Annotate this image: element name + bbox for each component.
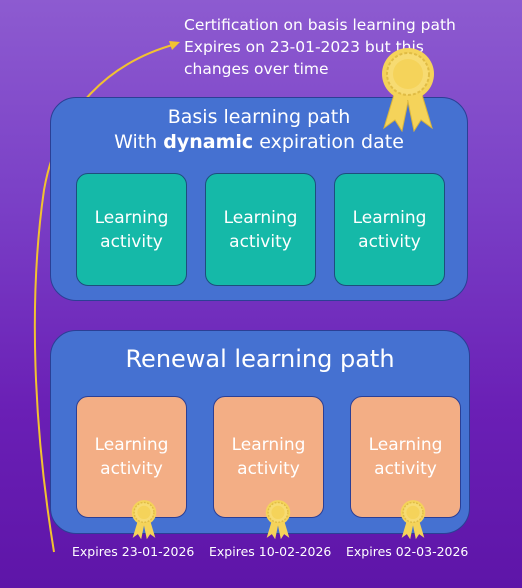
basis-activity-2: Learning activity [205, 173, 316, 286]
basis-activity-1: Learning activity [76, 173, 187, 286]
activity-line1: Learning [368, 435, 443, 455]
activity-line2: activity [100, 459, 163, 479]
activity-line1: Learning [94, 207, 169, 228]
activity-line2: activity [374, 459, 437, 479]
expiry-label-1: Expires 23-01-2026 [72, 544, 195, 559]
basis-learning-path-panel: Basis learning path With dynamic expirat… [50, 97, 468, 301]
renewal-activity-2: Learning activity [213, 396, 324, 518]
award-ribbon-icon [382, 48, 434, 132]
certification-note: Certification on basis learning path Exp… [184, 14, 514, 80]
basis-path-subtitle: With dynamic expiration date [51, 131, 467, 153]
renewal-activity-1: Learning activity [76, 396, 187, 518]
expiry-label-3: Expires 02-03-2026 [346, 544, 469, 559]
award-ribbon-icon [400, 500, 426, 540]
renewal-path-title: Renewal learning path [125, 345, 395, 373]
basis-path-title: Basis learning path [167, 106, 351, 128]
activity-line2: activity [237, 459, 300, 479]
subtitle-prefix: With [114, 131, 164, 153]
expiry-label-2: Expires 10-02-2026 [209, 544, 332, 559]
activity-line1: Learning [352, 207, 427, 228]
certification-line-1: Certification on basis learning path [184, 16, 456, 34]
activity-line2: activity [100, 231, 163, 252]
subtitle-bold: dynamic [163, 131, 254, 153]
activity-line1: Learning [223, 207, 298, 228]
activity-line2: activity [229, 231, 292, 252]
certification-line-3: changes over time [184, 60, 329, 78]
renewal-activity-3: Learning activity [350, 396, 461, 518]
award-ribbon-icon [131, 500, 157, 540]
activity-line2: activity [358, 231, 421, 252]
subtitle-suffix: expiration date [253, 131, 404, 153]
activity-line1: Learning [231, 435, 306, 455]
certification-line-2: Expires on 23-01-2023 but this [184, 38, 424, 56]
basis-activity-3: Learning activity [334, 173, 445, 286]
award-ribbon-icon [265, 500, 291, 540]
renewal-learning-path-panel: Renewal learning path Learning activity L… [50, 330, 470, 534]
activity-line1: Learning [94, 435, 169, 455]
